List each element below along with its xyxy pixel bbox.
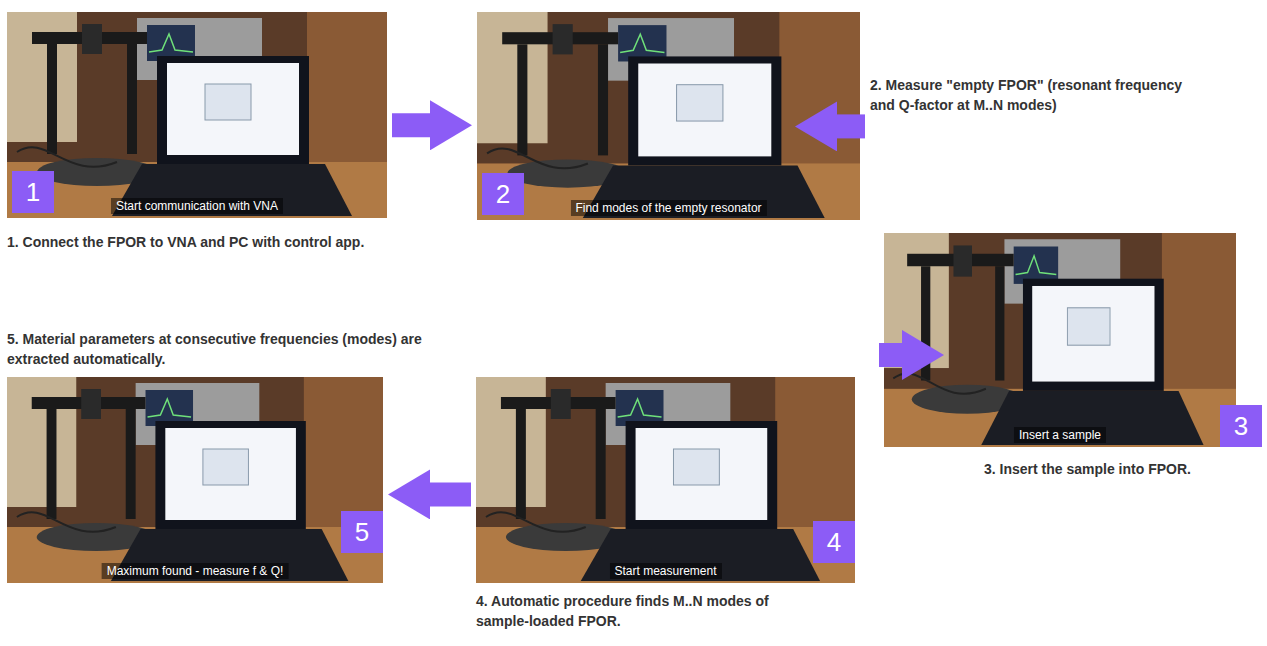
photo-caption: Start measurement [609, 563, 721, 579]
step-caption: 1. Connect the FPOR to VNA and PC with c… [7, 232, 364, 252]
photo-panel: 4Start measurement4. Automatic procedure… [476, 377, 855, 583]
photo-panel: 1Start communication with VNA1. Connect … [7, 12, 387, 218]
photo [476, 377, 855, 583]
photo-caption: Start communication with VNA [111, 198, 283, 214]
step-caption: 3. Insert the sample into FPOR. [984, 459, 1191, 479]
photo-caption: Find modes of the empty resonator [570, 200, 766, 216]
step-number: 4 [813, 521, 855, 563]
photo-panel: 3Insert a sample3. Insert the sample int… [884, 233, 1236, 447]
step-number: 2 [482, 173, 524, 215]
step-caption: 5. Material parameters at consecutive fr… [7, 329, 467, 369]
step-number: 5 [341, 511, 383, 553]
flow-arrow [879, 343, 902, 367]
step-number: 3 [1220, 405, 1262, 447]
photo-panel: 5Maximum found - measure f & Q!5. Materi… [7, 377, 383, 583]
photo [7, 12, 387, 218]
photo-caption: Insert a sample [1014, 427, 1106, 443]
flow-arrow [392, 113, 430, 137]
step-number: 1 [12, 171, 54, 213]
photo [7, 377, 383, 583]
photo-caption: Maximum found - measure f & Q! [102, 563, 289, 579]
step-caption: 4. Automatic procedure finds M..N modes … [476, 591, 796, 631]
flow-arrow [837, 114, 865, 138]
photo-panel: 2Find modes of the empty resonator2. Mea… [477, 12, 860, 220]
photo [477, 12, 860, 220]
flow-arrow [430, 482, 471, 506]
photo [884, 233, 1236, 447]
step-caption: 2. Measure "empty FPOR" (resonant freque… [870, 75, 1200, 115]
